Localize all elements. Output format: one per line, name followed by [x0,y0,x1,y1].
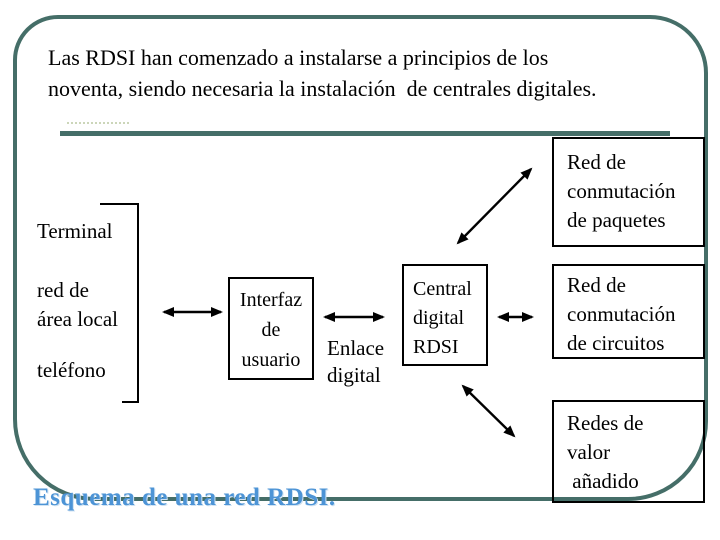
tiny-placeholder-text [67,122,129,124]
slide-border [13,15,708,501]
circuit-box-line-2: conmutación [567,302,676,326]
digital-link-label: Enlace digital [327,335,384,389]
lan-label: red de área local [37,276,118,334]
lan-label-line-2: área local [37,307,119,331]
van-box-line-2: valor [567,440,611,464]
title-line-1: Las RDSI han comenzado a instalarse a pr… [48,45,549,70]
title-divider-rule [60,131,670,136]
terminal-group-bracket-bottom [122,401,139,403]
digital-link-line-2: digital [327,363,381,387]
digital-link-line-1: Enlace [327,336,385,360]
van-box-line-1: Redes de [567,411,644,435]
van-box-line-3: añadido [567,469,639,493]
interface-box: Interfaz de usuario [228,277,314,380]
central-box-line-2: digital [413,307,465,329]
terminal-group-bracket-vertical [137,203,139,403]
slide-caption: Esquema de una red RDSI. [33,484,336,511]
interface-box-line-3: usuario [241,349,301,371]
title-line-2: noventa, siendo necesaria la instalación… [48,76,597,101]
slide-title: Las RDSI han comenzado a instalarse a pr… [48,42,678,104]
packet-box-line-2: conmutación [567,179,676,203]
phone-label: teléfono [37,358,106,382]
interface-box-line-1: Interfaz [239,289,303,311]
interface-box-line-2: de [261,319,281,341]
central-exchange-box: Central digital RDSI [402,264,488,366]
central-box-line-3: RDSI [413,336,459,358]
circuit-network-box: Red de conmutación de circuitos [552,264,705,359]
lan-label-line-1: red de [37,278,89,302]
terminal-group-bracket-top [100,203,139,205]
packet-network-box: Red de conmutación de paquetes [552,137,705,247]
terminal-label: Terminal [37,219,113,243]
circuit-box-line-1: Red de [567,273,626,297]
packet-box-line-1: Red de [567,150,626,174]
packet-box-line-3: de paquetes [567,208,666,232]
value-added-network-box: Redes de valor añadido [552,400,705,503]
circuit-box-line-3: de circuitos [567,331,665,355]
central-box-line-1: Central [413,278,472,300]
